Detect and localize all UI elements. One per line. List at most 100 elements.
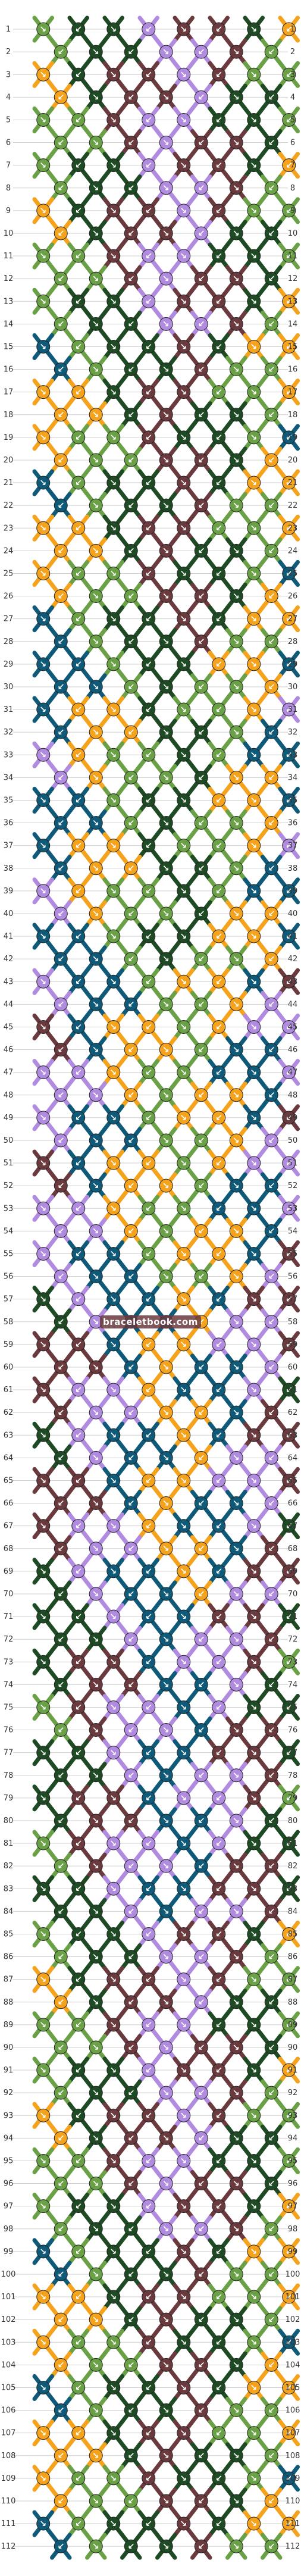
arrow-icon (146, 434, 152, 440)
arrow-icon (93, 1228, 99, 1234)
arrow-icon (40, 2430, 46, 2436)
row-number-left: 44 (4, 1000, 14, 1009)
arrow-icon (40, 706, 46, 712)
arrow-icon (146, 2430, 152, 2436)
arrow-icon (269, 1727, 274, 1733)
arrow-icon (163, 1681, 169, 1687)
arrow-icon (216, 706, 222, 712)
arrow-icon (286, 298, 292, 304)
arrow-icon (181, 570, 186, 576)
arrow-icon (251, 26, 256, 32)
arrow-icon (128, 2316, 134, 2322)
row-number-left: 3 (6, 70, 11, 79)
arrow-icon (93, 2453, 99, 2458)
row-number-right: 95 (288, 2156, 298, 2165)
arrow-icon (269, 639, 274, 644)
arrow-icon (146, 2294, 152, 2299)
row-number-right: 91 (288, 2066, 298, 2075)
arrow-icon (58, 1001, 64, 1007)
arrow-icon (76, 2294, 81, 2299)
arrow-icon (146, 2339, 152, 2345)
row-number-right: 71 (288, 1612, 298, 1621)
arrow-icon (163, 2362, 169, 2368)
arrow-icon (269, 1908, 274, 1914)
arrow-icon (163, 1636, 169, 1642)
arrow-icon (216, 2067, 222, 2072)
row-number-left: 56 (4, 1273, 14, 1281)
arrow-icon (58, 185, 64, 190)
row-number-left: 28 (4, 637, 14, 646)
arrow-icon (40, 1568, 46, 1574)
row-number-left: 64 (4, 1453, 14, 1462)
row-number-right: 79 (288, 1794, 298, 1803)
arrow-icon (163, 1908, 169, 1914)
row-number-right: 49 (288, 1114, 298, 1123)
arrow-icon (199, 956, 204, 961)
arrow-icon (216, 2430, 222, 2436)
arrow-icon (251, 888, 256, 893)
arrow-icon (286, 480, 292, 485)
arrow-icon (58, 1636, 64, 1642)
arrow-icon (199, 639, 204, 644)
arrow-icon (199, 1228, 204, 1234)
arrow-icon (233, 774, 239, 780)
arrow-icon (93, 94, 99, 100)
row-number-left: 48 (4, 1091, 14, 1100)
arrow-icon (40, 1251, 46, 1256)
arrow-icon (286, 71, 292, 77)
arrow-icon (76, 2521, 81, 2526)
row-number-left: 88 (4, 1998, 14, 2007)
arrow-icon (199, 548, 204, 554)
arrow-icon (128, 2498, 134, 2503)
arrow-icon (111, 1070, 116, 1075)
arrow-icon (146, 71, 152, 77)
arrow-icon (251, 1886, 256, 1892)
arrow-icon (58, 321, 64, 327)
arrow-icon (216, 2112, 222, 2118)
arrow-icon (40, 2112, 46, 2118)
arrow-icon (269, 457, 274, 462)
arrow-icon (111, 434, 116, 440)
arrow-icon (233, 1409, 239, 1415)
arrow-icon (199, 820, 204, 826)
arrow-icon (233, 230, 239, 236)
arrow-icon (233, 1228, 239, 1234)
arrow-icon (181, 1523, 186, 1528)
arrow-icon (128, 1591, 134, 1596)
arrow-icon (233, 1591, 239, 1596)
row-number-right: 37 (288, 842, 298, 851)
arrow-icon (181, 2022, 186, 2027)
arrow-icon (216, 480, 222, 485)
arrow-icon (163, 94, 169, 100)
arrow-icon (76, 1024, 81, 1030)
arrow-icon (40, 752, 46, 758)
arrow-icon (58, 865, 64, 871)
arrow-icon (146, 2203, 152, 2209)
arrow-icon (111, 71, 116, 77)
arrow-icon (216, 1115, 222, 1120)
arrow-icon (76, 1205, 81, 1211)
arrow-icon (111, 2339, 116, 2345)
arrow-icon (286, 2521, 292, 2526)
arrow-icon (111, 2430, 116, 2436)
arrow-icon (233, 1908, 239, 1914)
arrow-icon (111, 888, 116, 893)
arrow-icon (216, 616, 222, 621)
arrow-icon (286, 1704, 292, 1710)
arrow-icon (233, 2180, 239, 2186)
row-number-left: 23 (4, 524, 14, 533)
arrow-icon (146, 1160, 152, 1165)
row-number-right: 10 (288, 229, 298, 238)
arrow-icon (128, 276, 134, 281)
arrow-icon (251, 978, 256, 984)
row-number-left: 52 (4, 1181, 14, 1190)
arrow-icon (76, 1568, 81, 1574)
row-number-left: 57 (4, 1295, 14, 1304)
arrow-icon (251, 2475, 256, 2481)
arrow-icon (199, 911, 204, 916)
arrow-icon (40, 2521, 46, 2526)
arrow-icon (216, 208, 222, 213)
arrow-icon (93, 684, 99, 689)
arrow-icon (111, 752, 116, 758)
arrow-icon (216, 1659, 222, 1665)
